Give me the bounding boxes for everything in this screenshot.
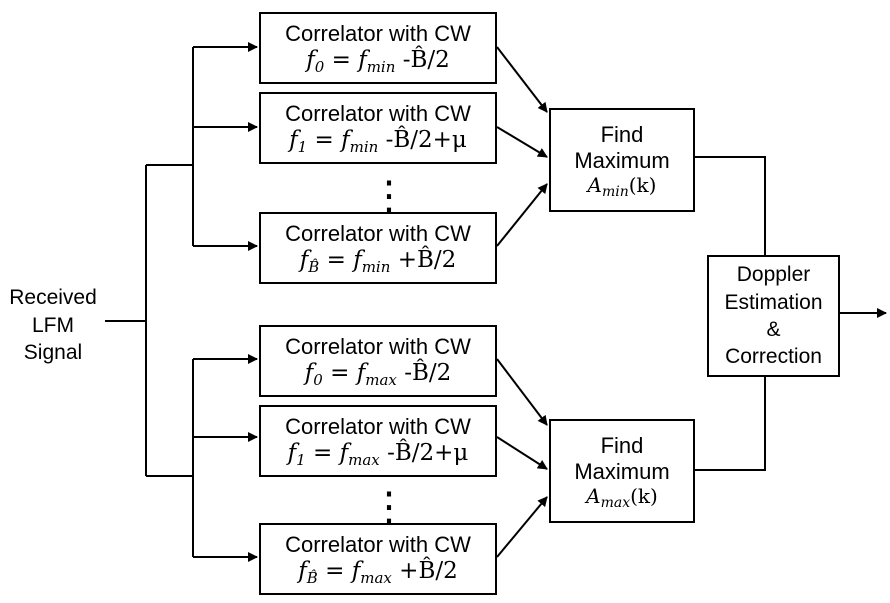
find-label: Find xyxy=(600,433,644,459)
upper-correlator-0: Correlator with CW f0 = fmin -B̂/2 xyxy=(259,12,497,84)
input-label-line-2: LFM xyxy=(32,313,74,337)
correlator-title: Correlator with CW xyxy=(285,334,471,360)
correlator-title: Correlator with CW xyxy=(285,414,471,440)
lower-ellipsis: ⋮ xyxy=(369,485,409,529)
lower-find-maximum: Find Maximum Amax(k) xyxy=(549,419,695,523)
input-label: Received LFM Signal xyxy=(0,284,106,367)
upper-correlator-1: Correlator with CW f1 = fmin -B̂/2+μ xyxy=(259,92,497,164)
correlator-equation: f0 = fmax -B̂/2 xyxy=(304,360,452,390)
upper-ellipsis: ⋮ xyxy=(369,174,409,218)
correlator-title: Correlator with CW xyxy=(285,532,471,558)
lower-correlator-2: Correlator with CW fB̂ = fmax +B̂/2 xyxy=(259,523,497,595)
upper-find-maximum: Find Maximum Amin(k) xyxy=(549,108,695,212)
input-label-line-1: Received xyxy=(9,286,97,309)
doppler-estimation-block: Doppler Estimation & Correction xyxy=(707,255,840,377)
correlator-equation: f0 = fmin -B̂/2 xyxy=(306,47,450,77)
correlator-title: Correlator with CW xyxy=(285,221,471,247)
input-label-line-3: Signal xyxy=(23,341,83,365)
correlator-equation: f1 = fmax -B̂/2+μ xyxy=(287,440,469,470)
lower-correlator-1: Correlator with CW f1 = fmax -B̂/2+μ xyxy=(259,405,497,477)
doppler-line-2: Estimation xyxy=(724,290,823,314)
maximum-label: Maximum xyxy=(574,148,670,174)
doppler-line-1: Doppler xyxy=(736,263,811,287)
correlator-title: Correlator with CW xyxy=(285,21,471,47)
correlator-title: Correlator with CW xyxy=(285,101,471,127)
amax-label: Amax(k) xyxy=(586,484,658,512)
lower-correlator-0: Correlator with CW f0 = fmax -B̂/2 xyxy=(259,325,497,397)
doppler-line-4: Correction xyxy=(725,345,822,369)
amin-label: Amin(k) xyxy=(587,173,657,201)
correlator-equation: f1 = fmin -B̂/2+μ xyxy=(289,127,467,157)
doppler-line-3: & xyxy=(766,318,781,341)
correlator-equation: fB̂ = fmin +B̂/2 xyxy=(299,247,457,277)
upper-correlator-2: Correlator with CW fB̂ = fmin +B̂/2 xyxy=(259,212,497,284)
find-label: Find xyxy=(600,122,644,148)
correlator-equation: fB̂ = fmax +B̂/2 xyxy=(298,558,458,588)
lower-max-wire xyxy=(695,377,766,471)
maximum-label: Maximum xyxy=(574,459,670,485)
upper-max-wire xyxy=(695,156,766,255)
